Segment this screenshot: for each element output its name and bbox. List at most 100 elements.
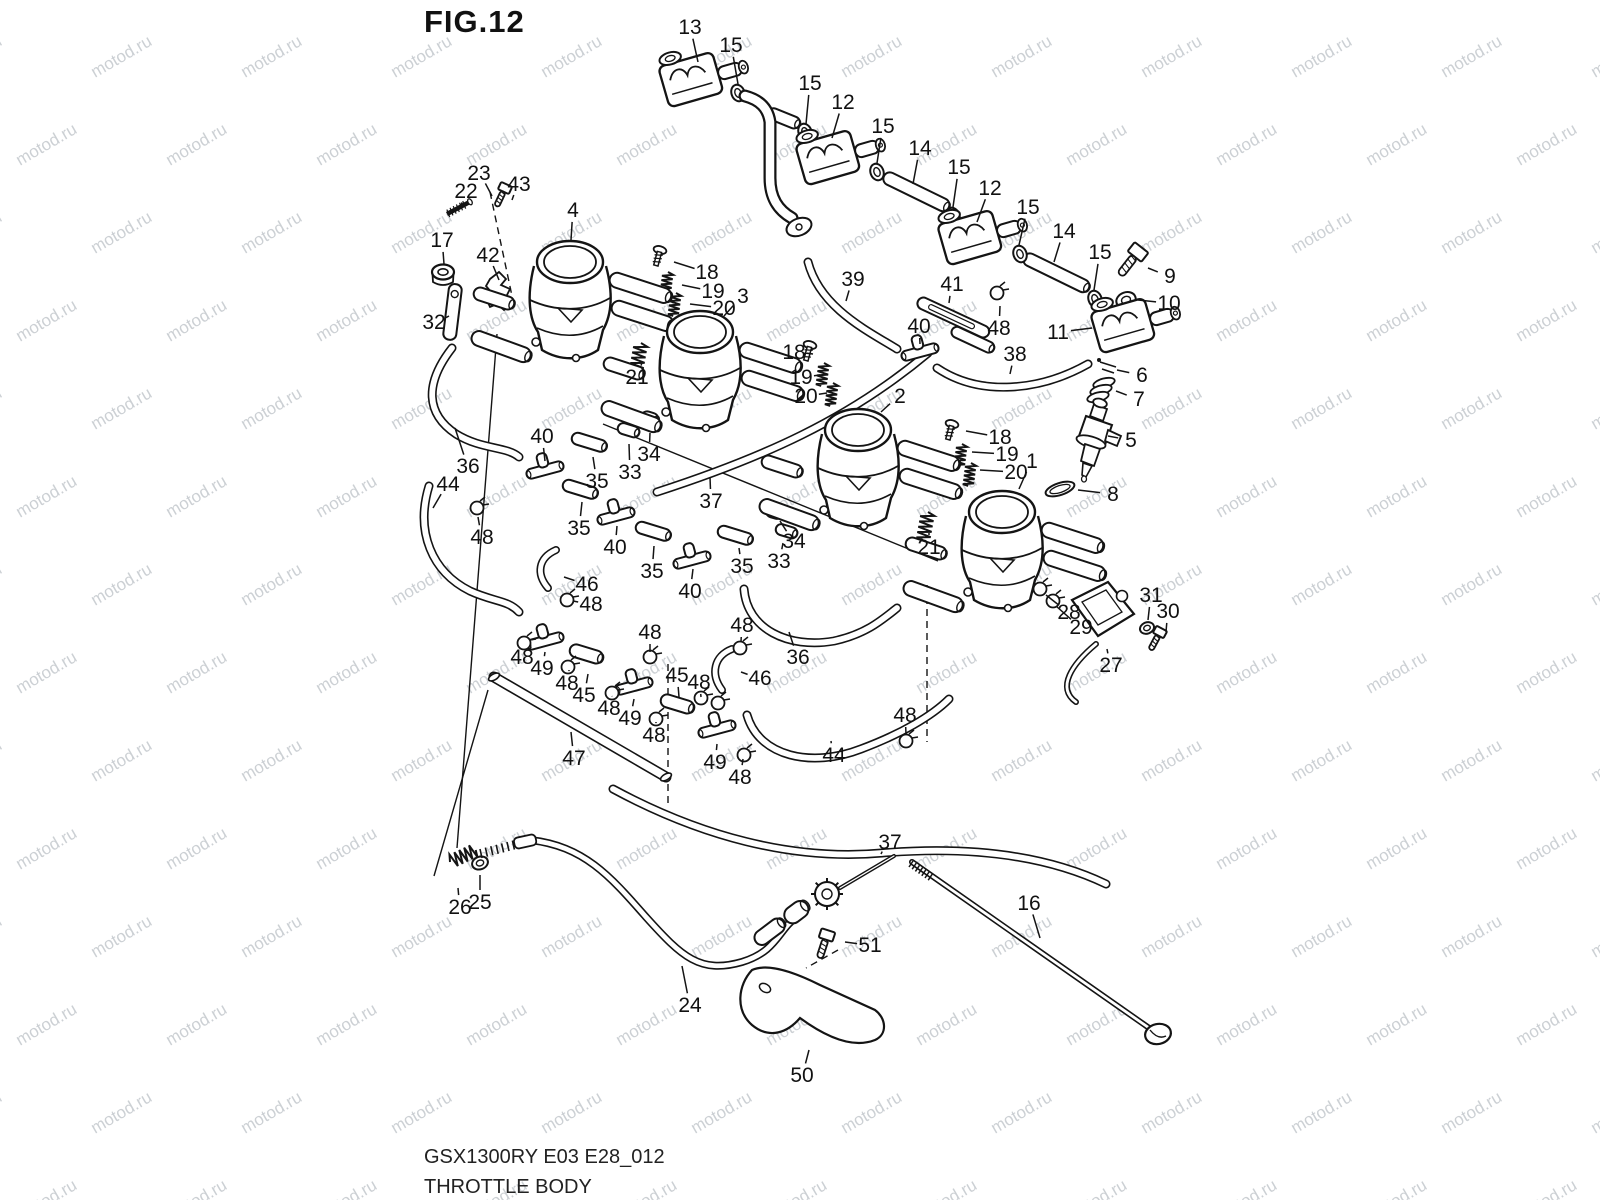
part-label-28: 28 xyxy=(1057,601,1080,624)
watermark-text: motod.ru xyxy=(1513,647,1581,697)
part-label-34: 34 xyxy=(637,443,661,466)
watermark-text: motod.ru xyxy=(313,119,381,169)
part-label-40: 40 xyxy=(678,580,701,603)
watermark-text: motod.ru xyxy=(763,295,831,345)
watermark-text: motod.ru xyxy=(913,999,981,1049)
watermark-text: motod.ru xyxy=(1288,383,1356,433)
part-label-40: 40 xyxy=(907,315,930,338)
part-label-48: 48 xyxy=(730,614,753,637)
part-label-48: 48 xyxy=(893,704,916,727)
watermark-text: motod.ru xyxy=(313,823,381,873)
watermark-text: motod.ru xyxy=(613,999,681,1049)
part-label-16: 16 xyxy=(1017,892,1040,915)
watermark-text: motod.ru xyxy=(238,31,306,81)
watermark-text: motod.ru xyxy=(313,471,381,521)
watermark-text: motod.ru xyxy=(1138,1087,1206,1137)
watermark-text: motod.ru xyxy=(1513,999,1581,1049)
watermark-text: motod.ru xyxy=(88,31,156,81)
watermark-text: motod.ru xyxy=(538,1087,606,1137)
watermark-text: motod.ru xyxy=(1588,559,1600,609)
watermark-text: motod.ru xyxy=(1288,559,1356,609)
watermark-text: motod.ru xyxy=(1588,911,1600,961)
watermark-text: motod.ru xyxy=(1213,823,1281,873)
watermark-text: motod.ru xyxy=(838,31,906,81)
part-label-20: 20 xyxy=(712,297,735,320)
part-label-26: 26 xyxy=(448,896,471,919)
part-label-34: 34 xyxy=(782,530,806,553)
detail-art-layer xyxy=(442,89,1172,1046)
watermark-text: motod.ru xyxy=(1438,207,1506,257)
watermark-text: motod.ru xyxy=(1063,1175,1131,1200)
watermark-text: motod.ru xyxy=(1588,735,1600,785)
part-label-10: 10 xyxy=(1157,292,1180,315)
watermark-text: motod.ru xyxy=(1213,647,1281,697)
part-label-19: 19 xyxy=(789,366,812,389)
part-label-47: 47 xyxy=(562,747,585,770)
watermark-text: motod.ru xyxy=(838,559,906,609)
part-label-41: 41 xyxy=(940,273,963,296)
watermark-text: motod.ru xyxy=(388,911,456,961)
watermark-text: motod.ru xyxy=(163,999,231,1049)
part-label-30: 30 xyxy=(1156,600,1179,623)
throttle-cable-fittings xyxy=(479,833,843,946)
watermark-text: motod.ru xyxy=(238,559,306,609)
part-label-51: 51 xyxy=(858,934,881,957)
watermark-text: motod.ru xyxy=(988,735,1056,785)
watermark-text: motod.ru xyxy=(13,1175,81,1200)
watermark-text: motod.ru xyxy=(988,31,1056,81)
watermark-text: motod.ru xyxy=(1438,735,1506,785)
part-label-32: 32 xyxy=(422,311,445,334)
part-label-25: 25 xyxy=(468,891,491,914)
watermark-text: motod.ru xyxy=(238,735,306,785)
part-label-12: 12 xyxy=(978,177,1001,200)
part-label-36: 36 xyxy=(456,455,479,478)
part-label-48: 48 xyxy=(510,646,533,669)
watermark-text: motod.ru xyxy=(0,383,5,433)
watermark-text: motod.ru xyxy=(613,119,681,169)
watermark-text: motod.ru xyxy=(1363,1175,1431,1200)
part-label-13: 13 xyxy=(678,16,701,39)
watermark-text: motod.ru xyxy=(0,911,5,961)
watermark-text: motod.ru xyxy=(388,1087,456,1137)
part-label-21: 21 xyxy=(625,366,648,389)
part-label-35: 35 xyxy=(585,470,608,493)
watermark-text: motod.ru xyxy=(1513,295,1581,345)
part-label-46: 46 xyxy=(748,667,771,690)
watermark-text: motod.ru xyxy=(1213,295,1281,345)
watermark-text: motod.ru xyxy=(1588,1087,1600,1137)
throttle-body-4 xyxy=(470,239,676,364)
part-label-35: 35 xyxy=(730,555,753,578)
watermark-text: motod.ru xyxy=(1288,1087,1356,1137)
watermark-text: motod.ru xyxy=(88,911,156,961)
watermark-text: motod.ru xyxy=(1063,119,1131,169)
fuel-joint-12 xyxy=(937,208,1028,266)
watermark-text: motod.ru xyxy=(688,1087,756,1137)
watermark-text: motod.ru xyxy=(1513,1175,1581,1200)
part-label-35: 35 xyxy=(567,517,590,540)
part-label-6: 6 xyxy=(1136,364,1148,387)
throttle-body-3 xyxy=(600,309,806,434)
hoses-layer xyxy=(419,257,1155,1033)
part-label-50: 50 xyxy=(790,1064,813,1087)
bracket-32 xyxy=(442,283,463,341)
part-label-18: 18 xyxy=(695,261,718,284)
part-label-33: 33 xyxy=(767,550,790,573)
part-label-7: 7 xyxy=(1133,388,1145,411)
watermark-text: motod.ru xyxy=(1588,31,1600,81)
watermark-text: motod.ru xyxy=(0,735,5,785)
watermark-text: motod.ru xyxy=(1138,383,1206,433)
part-label-4: 4 xyxy=(567,199,579,222)
part-label-48: 48 xyxy=(987,317,1010,340)
part-label-15: 15 xyxy=(1088,241,1111,264)
part-label-15: 15 xyxy=(719,34,742,57)
throttle-body-2 xyxy=(758,407,964,532)
part-label-21: 21 xyxy=(917,536,940,559)
watermark-text: motod.ru xyxy=(688,911,756,961)
part-label-17: 17 xyxy=(430,229,453,252)
figure-title: FIG.12 xyxy=(424,4,525,39)
watermark-text: motod.ru xyxy=(238,1087,306,1137)
watermark-text: motod.ru xyxy=(238,207,306,257)
